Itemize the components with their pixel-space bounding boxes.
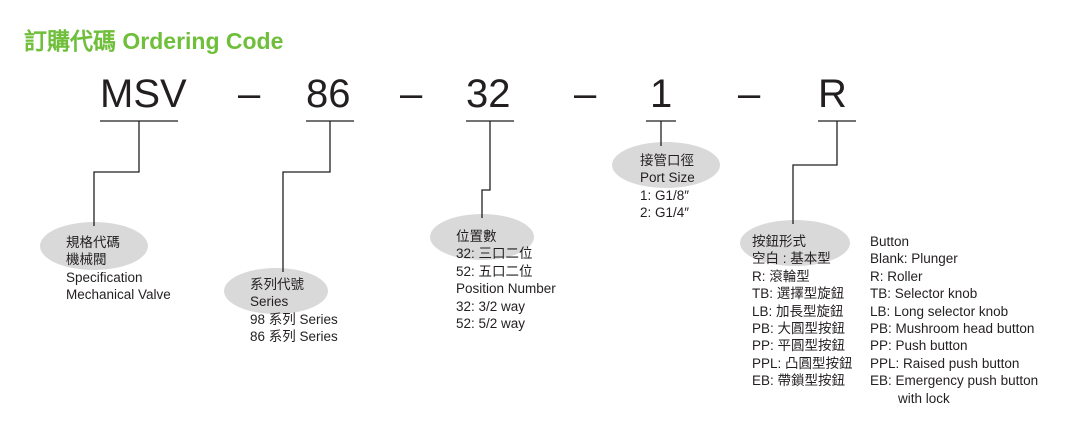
port-line: Port Size: [640, 170, 695, 186]
button-description-zh: 按鈕形式 空白 : 基本型 R: 滾輪型 TB: 選擇型旋鈕 LB: 加長型旋鈕…: [752, 233, 853, 390]
button-en-line: PPL: Raised push button: [870, 355, 1020, 371]
separator-1: –: [238, 72, 261, 116]
button-en-line: Button: [870, 234, 910, 249]
button-zh-line: EB: 帶鎖型按鈕: [752, 373, 846, 389]
series-highlight: [224, 268, 328, 314]
series-line: 86 系列 Series: [250, 329, 338, 345]
separator-4: –: [738, 72, 761, 116]
code-msv: MSV: [100, 72, 187, 116]
code-button: R: [818, 72, 847, 116]
button-en-line: EB: Emergency push button: [870, 373, 1039, 389]
button-en-line: Blank: Plunger: [870, 251, 958, 267]
connector-button: [792, 121, 838, 224]
button-zh-line: LB: 加長型旋鈕: [752, 303, 844, 319]
position-line: 位置數: [456, 229, 497, 244]
series-description: 系列代號 Series 98 系列 Series 86 系列 Series: [250, 276, 338, 346]
port-line: 接管口徑: [640, 153, 694, 168]
button-zh-line: R: 滾輪型: [752, 268, 810, 284]
button-description-en: Button Blank: Plunger R: Roller TB: Sele…: [870, 233, 1038, 407]
code-series: 86: [306, 72, 351, 116]
position-highlight: [430, 214, 534, 260]
series-line: Series: [250, 294, 289, 310]
series-line: 系列代號: [250, 277, 304, 292]
button-en-line: PB: Mushroom head button: [870, 321, 1035, 337]
connector-position: [481, 121, 491, 218]
connector-series: [282, 121, 331, 272]
button-zh-line: PB: 大圓型按鈕: [752, 321, 846, 337]
port-line: 1: G1/8″: [640, 187, 690, 203]
button-en-line: LB: Long selector knob: [870, 303, 1009, 319]
position-description: 位置數 32: 三口二位 52: 五口二位 Position Number 32…: [456, 228, 556, 332]
button-en-line: PP: Push button: [870, 338, 968, 354]
button-zh-line: PPL: 凸圓型按鈕: [752, 355, 853, 371]
button-en-line: TB: Selector knob: [870, 286, 978, 302]
position-line: 32: 三口二位: [456, 246, 533, 262]
button-zh-line: TB: 選擇型旋鈕: [752, 286, 845, 302]
button-zh-line: PP: 平圓型按鈕: [752, 338, 846, 354]
position-line: 52: 5/2 way: [456, 316, 526, 332]
code-port: 1: [650, 72, 673, 116]
button-en-line: with lock: [898, 390, 950, 406]
position-line: 52: 五口二位: [456, 263, 533, 279]
spec-highlight: [40, 222, 148, 270]
separator-2: –: [400, 72, 423, 116]
position-line: Position Number: [456, 281, 556, 297]
port-line: 2: G1/4″: [640, 205, 690, 221]
connector-spec: [93, 121, 140, 226]
spec-line: Mechanical Valve: [66, 287, 171, 303]
button-zh-line: 按鈕形式: [752, 234, 806, 249]
spec-description: 規格代碼 機械閥 Specification Mechanical Valve: [66, 234, 171, 304]
spec-line: 機械閥: [66, 252, 107, 268]
separator-3: –: [574, 72, 597, 116]
port-description: 接管口徑 Port Size 1: G1/8″ 2: G1/4″: [640, 152, 695, 222]
spec-line: 規格代碼: [66, 235, 120, 250]
code-position: 32: [466, 72, 511, 116]
button-highlight: [740, 220, 850, 266]
port-highlight: [612, 142, 720, 188]
series-line: 98 系列 Series: [250, 311, 338, 327]
button-zh-line: 空白 : 基本型: [752, 251, 831, 267]
position-line: 32: 3/2 way: [456, 298, 526, 314]
spec-line: Specification: [66, 269, 143, 285]
page-title: 訂購代碼 Ordering Code: [24, 28, 284, 54]
button-en-line: R: Roller: [870, 268, 923, 284]
